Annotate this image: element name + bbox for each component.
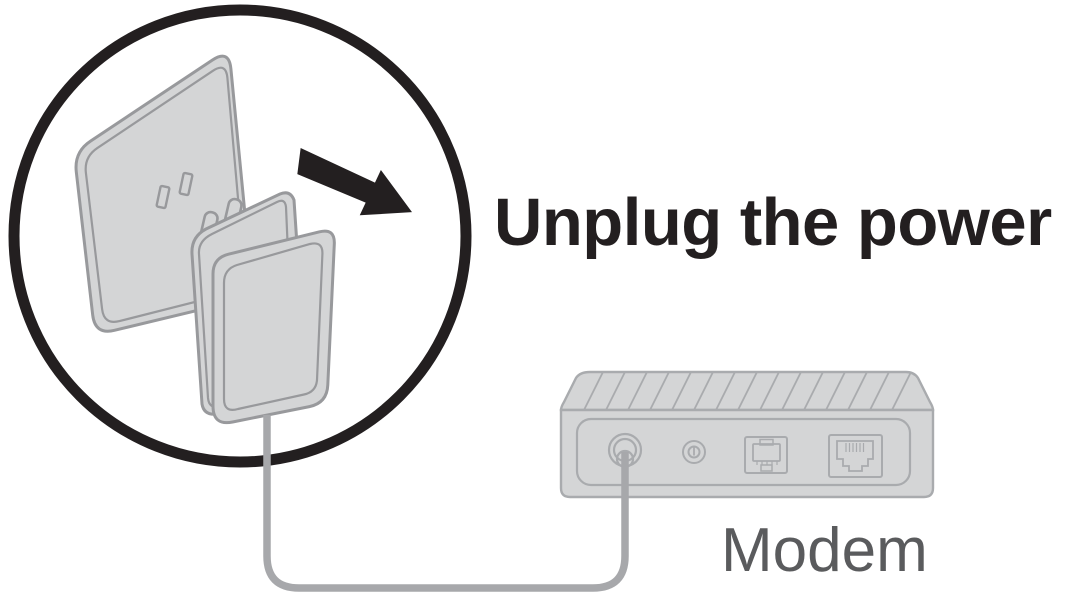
adapter-face-bevel — [222, 242, 324, 411]
outlet-slots — [155, 171, 194, 210]
instruction-title: Unplug the power — [494, 185, 1052, 260]
rj45-port — [828, 434, 883, 478]
ethernet-plug-top-tab — [759, 438, 774, 446]
power-button-outer — [682, 440, 706, 464]
rj45-port-frame — [828, 434, 883, 478]
ethernet-plug-clip — [760, 464, 773, 472]
modem-front-face — [559, 408, 935, 499]
modem — [559, 370, 935, 499]
rj45-jack-outline — [836, 440, 874, 472]
power-adapter — [190, 191, 336, 425]
zoom-circle — [8, 4, 472, 468]
ethernet-port-frame — [744, 436, 788, 474]
unplug-arrow-icon — [297, 148, 413, 216]
ethernet-port — [744, 436, 788, 474]
ethernet-plug-teeth — [756, 461, 778, 465]
modem-vents — [583, 372, 912, 410]
modem-label: Modem — [721, 516, 928, 585]
power-button — [682, 440, 706, 464]
power-cable — [263, 415, 629, 592]
power-button-inner — [687, 445, 701, 459]
rj45-jack-pins — [845, 443, 865, 452]
adapter-front-face — [211, 229, 336, 425]
modem-port-panel — [575, 417, 912, 487]
outlet-slot-right — [178, 171, 194, 197]
outlet-slot-left — [155, 184, 171, 210]
